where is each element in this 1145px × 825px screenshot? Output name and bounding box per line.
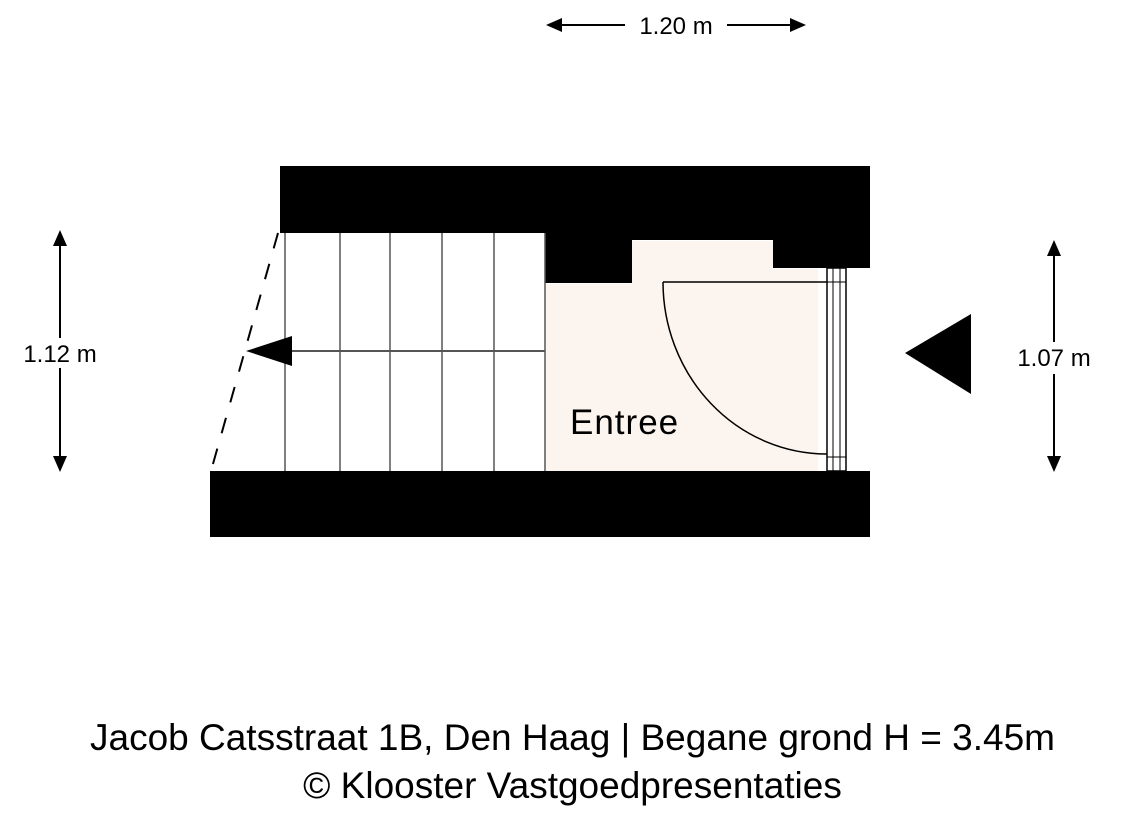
staircase	[210, 232, 546, 472]
dimension-left: 1.12 m	[23, 230, 97, 472]
bottom-wall	[210, 471, 870, 537]
copyright-notice: © Klooster Vastgoedpresentaties	[303, 765, 842, 806]
stair-dashed-edge	[210, 232, 279, 472]
door-swing-arc	[662, 281, 828, 455]
door-frame	[826, 267, 847, 472]
front-door	[662, 267, 847, 472]
entree-floor	[546, 241, 818, 471]
room-label-entree: Entree	[570, 403, 679, 442]
stair-direction-arrow-icon	[246, 336, 292, 366]
dimension-top: 1.20 m	[546, 13, 806, 40]
entrance-arrow-icon	[905, 314, 971, 394]
dimension-left-label: 1.12 m	[23, 341, 96, 368]
walls	[210, 166, 870, 537]
dimension-top-label: 1.20 m	[639, 13, 712, 40]
dimension-right-label: 1.07 m	[1017, 345, 1090, 372]
dimension-right: 1.07 m	[1017, 240, 1091, 472]
top-wall	[280, 166, 870, 283]
plan-caption: Jacob Catsstraat 1B, Den Haag | Begane g…	[90, 717, 1055, 758]
